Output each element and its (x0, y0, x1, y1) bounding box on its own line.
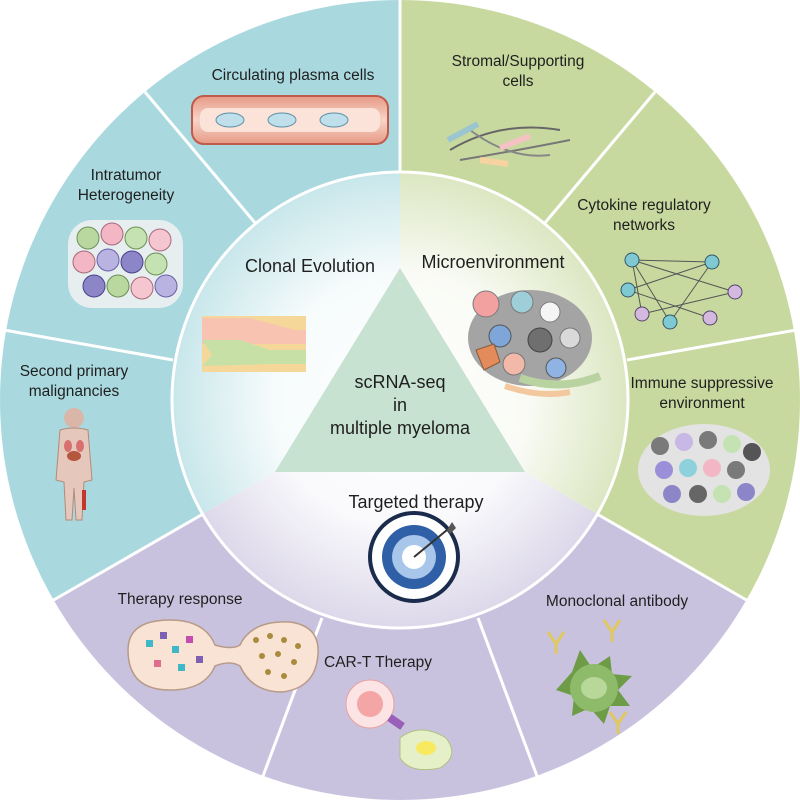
therapy-response-icon (127, 619, 319, 693)
hub-label-clonal-evolution: Clonal Evolution (245, 256, 375, 276)
center-title-line-2: in (393, 395, 407, 415)
clonal-evolution-fishplot-icon (202, 316, 306, 372)
human-body-icon (55, 408, 93, 521)
label-cytokine-line-2: networks (613, 217, 675, 234)
label-second-primary-line-1: Second primary (20, 363, 129, 380)
label-stromal-line-2: cells (502, 73, 533, 90)
target-icon (368, 511, 460, 603)
immune-cells-icon (638, 424, 770, 516)
label-intratumor-line-2: Heterogeneity (78, 187, 175, 204)
center-triangle (275, 268, 525, 472)
label-circulating-plasma-cells: Circulating plasma cells (212, 67, 375, 84)
label-second-primary-line-2: malignancies (29, 383, 120, 400)
center-title-line-1: scRNA-seq (354, 372, 445, 392)
blood-vessel-icon (191, 95, 389, 145)
stromal-cells-icon (446, 109, 571, 167)
microenvironment-cluster-icon (468, 290, 602, 397)
label-immune-line-2: environment (659, 395, 745, 412)
hub-label-targeted-therapy: Targeted therapy (348, 492, 483, 512)
label-cytokine-line-1: Cytokine regulatory (577, 197, 711, 214)
label-stromal-line-1: Stromal/Supporting (452, 53, 585, 70)
label-therapy-response: Therapy response (118, 591, 243, 608)
label-immune-line-1: Immune suppressive (630, 375, 773, 392)
sector-dividers (3, 0, 797, 777)
car-t-cell-icon (345, 679, 453, 771)
heterogeneity-cells-icon (68, 220, 183, 308)
label-intratumor-line-1: Intratumor (91, 167, 162, 184)
monoclonal-antibody-icon (546, 619, 632, 734)
label-monoclonal-antibody: Monoclonal antibody (546, 593, 688, 610)
hub-label-microenvironment: Microenvironment (421, 252, 564, 272)
label-car-t-therapy: CAR-T Therapy (324, 654, 432, 671)
cytokine-network-icon (620, 252, 743, 330)
center-title-line-3: multiple myeloma (330, 418, 471, 438)
center-title: scRNA-seq in multiple myeloma (330, 372, 471, 438)
